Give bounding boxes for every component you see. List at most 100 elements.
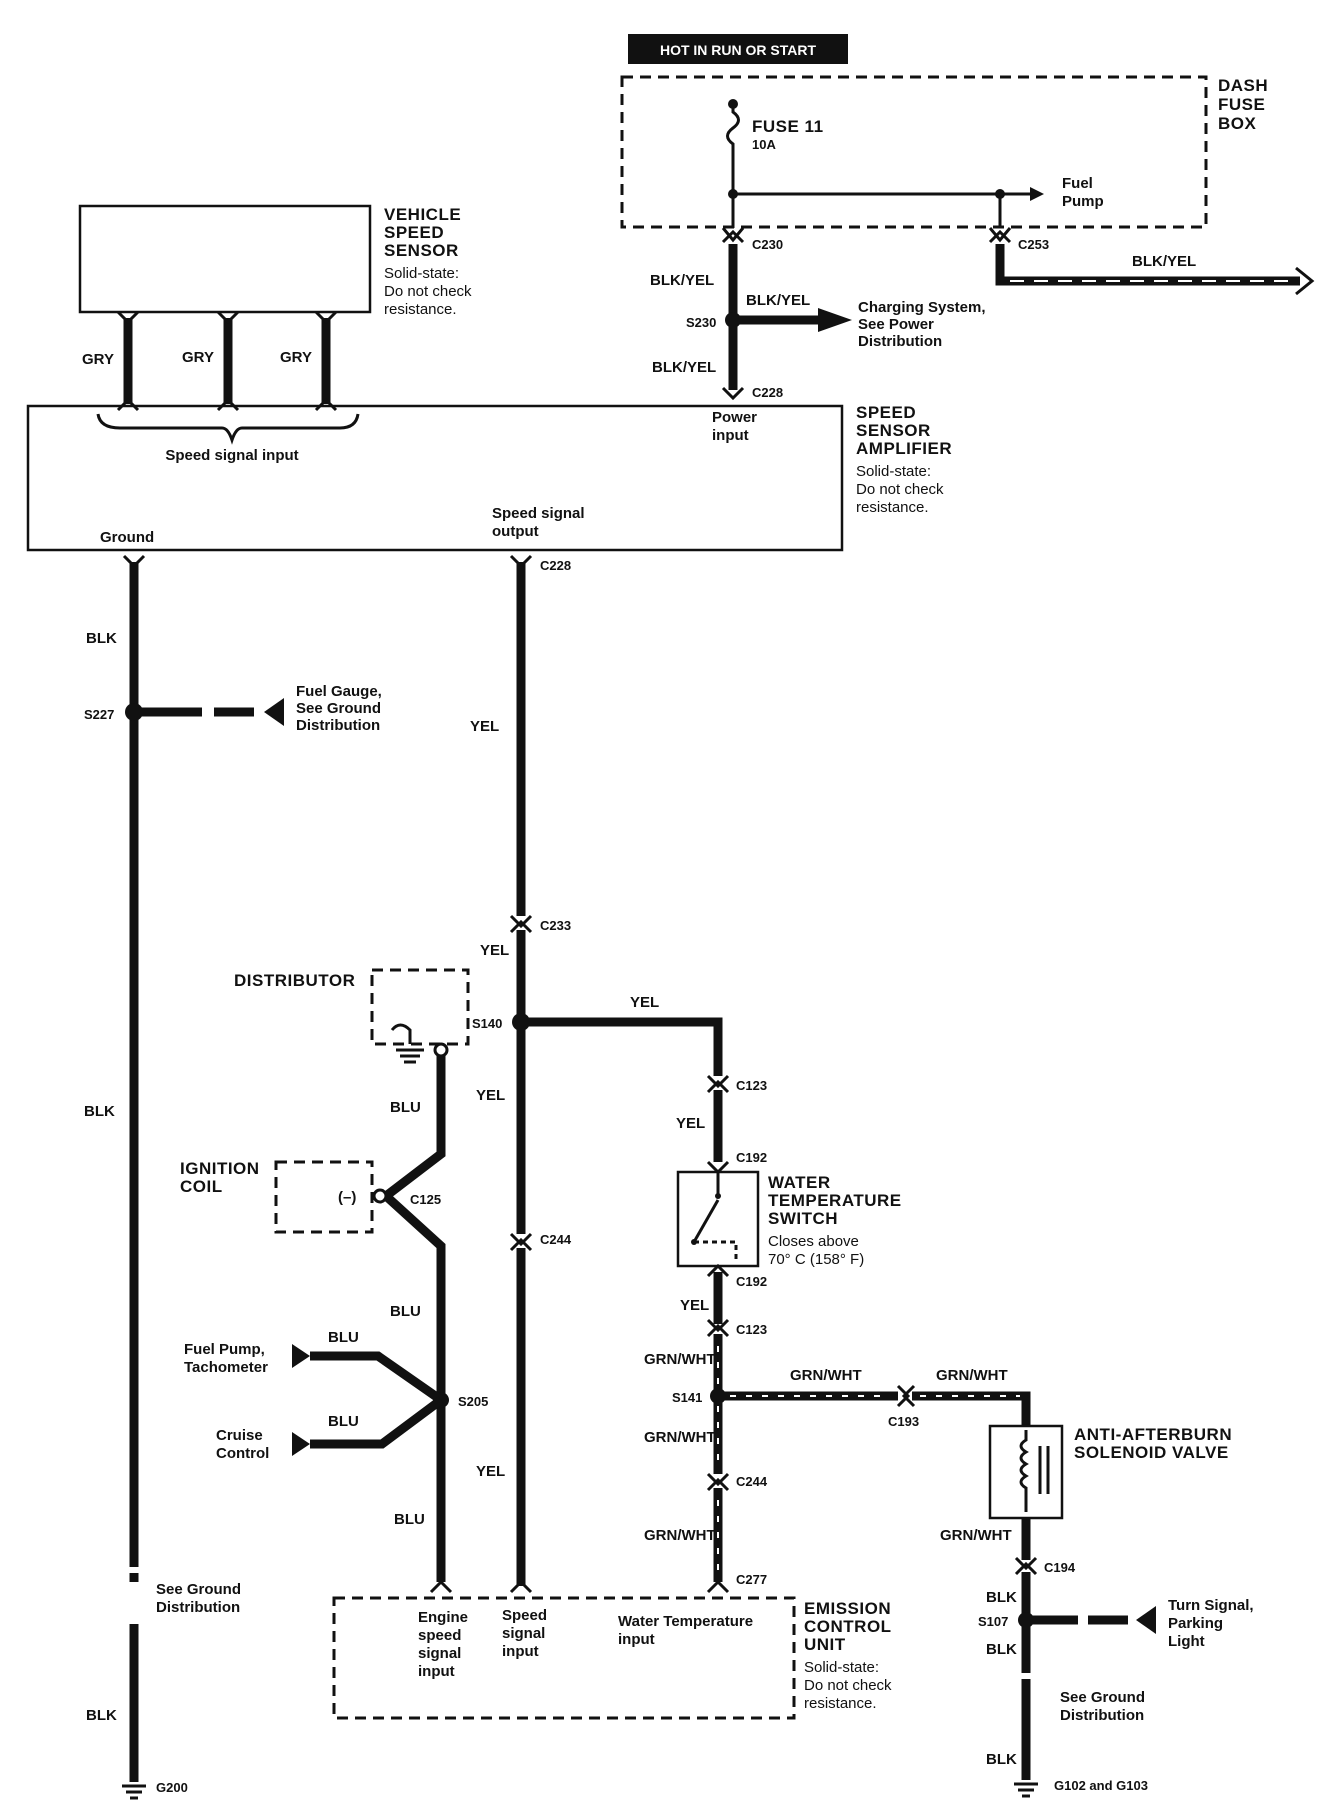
- blk-label-2: BLK: [84, 1103, 115, 1120]
- c230-label: C230: [752, 237, 783, 252]
- ssa-name-1: SPEED: [856, 403, 916, 422]
- fuel-gauge-arrow-icon: [264, 698, 284, 726]
- wts-blade: [692, 1199, 720, 1243]
- gry-label-2: GRY: [182, 349, 214, 366]
- vss-name-2: SPEED: [384, 223, 444, 242]
- ssa-note-3: resistance.: [856, 499, 929, 516]
- ecu-engine-speed-1: Engine: [418, 1609, 468, 1626]
- vss-name-3: SENSOR: [384, 241, 459, 260]
- blu-wire-c125-down: [382, 1192, 446, 1582]
- ignition-coil-terminal-label: (–): [338, 1189, 356, 1206]
- c192-top-connector-icon: [706, 1160, 730, 1175]
- grn-wht-label-5: GRN/WHT: [644, 1527, 716, 1544]
- see-ground-left-2: Distribution: [156, 1599, 240, 1616]
- gry-label-1: GRY: [82, 351, 114, 368]
- s140-label: S140: [472, 1016, 502, 1031]
- aab-name-2: SOLENOID VALVE: [1074, 1443, 1229, 1462]
- yel-label-5: YEL: [476, 1463, 505, 1480]
- ecu-note-3: resistance.: [804, 1695, 877, 1712]
- ignition-coil-name-1: IGNITION: [180, 1159, 260, 1178]
- grn-wht-wire-c193-valve: [912, 1391, 1031, 1426]
- blu-label-5: BLU: [394, 1511, 425, 1528]
- cruise-ref-2: Control: [216, 1445, 269, 1462]
- c253-wire-label: BLK/YEL: [1132, 253, 1196, 270]
- ecu-engine-speed-2: speed: [418, 1627, 461, 1644]
- s230-right-wire-label: BLK/YEL: [746, 292, 810, 309]
- g200-ground-icon: [122, 1784, 146, 1800]
- vss-note-3: resistance.: [384, 301, 457, 318]
- distributor-terminal: [433, 1042, 449, 1058]
- fuel-pump-tach-arrow-icon: [292, 1344, 310, 1368]
- blk-label-3: BLK: [86, 1707, 117, 1724]
- ecu-name-3: UNIT: [804, 1635, 846, 1654]
- charging-ref-3: Distribution: [858, 333, 942, 350]
- hot-label: HOT IN RUN OR START: [660, 42, 817, 58]
- yel-label-6: YEL: [676, 1115, 705, 1132]
- grn-wht-label-6: GRN/WHT: [940, 1527, 1012, 1544]
- ecu-name-1: EMISSION: [804, 1599, 891, 1618]
- ecu-note-2: Do not check: [804, 1677, 892, 1694]
- c123-bottom-label: C123: [736, 1322, 767, 1337]
- c194-label: C194: [1044, 1560, 1076, 1575]
- speed-sensor-amplifier-box: [26, 404, 844, 552]
- turn-signal-ref-3: Light: [1168, 1633, 1205, 1650]
- vss-note-1: Solid-state:: [384, 265, 459, 282]
- blu-wire-cruise: [310, 1396, 444, 1449]
- fuel-pump-tach-ref-1: Fuel Pump,: [184, 1341, 265, 1358]
- emission-control-unit-outline: [332, 1596, 796, 1720]
- blu-wire-fuel-pump: [310, 1351, 444, 1404]
- c228-top-wire-label: BLK/YEL: [652, 359, 716, 376]
- dash-fuse-box-label-3: BOX: [1218, 114, 1257, 133]
- ssa-speed-out-1: Speed signal: [492, 505, 585, 522]
- ecu-water-temp-1: Water Temperature: [618, 1613, 753, 1630]
- ssa-note-1: Solid-state:: [856, 463, 931, 480]
- blk-label-4: BLK: [986, 1589, 1017, 1606]
- c192-bottom-connector-icon: [706, 1263, 730, 1278]
- see-ground-left-1: See Ground: [156, 1581, 241, 1598]
- gry-connectors-icon: [116, 310, 338, 412]
- c277-connector-icon: [706, 1579, 730, 1594]
- power-input-label-1: Power: [712, 409, 757, 426]
- c192-bottom-label: C192: [736, 1274, 767, 1289]
- fuse-11-rating: 10A: [752, 137, 776, 152]
- vehicle-speed-sensor-box: [78, 204, 372, 314]
- s141-label: S141: [672, 1390, 702, 1405]
- dash-fuse-box-label-1: DASH: [1218, 76, 1268, 95]
- c123-top-label: C123: [736, 1078, 767, 1093]
- grn-wht-label-4: GRN/WHT: [936, 1367, 1008, 1384]
- turn-signal-ref-1: Turn Signal,: [1168, 1597, 1254, 1614]
- fuel-gauge-ref-2: See Ground: [296, 700, 381, 717]
- c253-label: C253: [1018, 237, 1049, 252]
- ecu-name-2: CONTROL: [804, 1617, 892, 1636]
- see-ground-right-1: See Ground: [1060, 1689, 1145, 1706]
- grn-wht-label-1: GRN/WHT: [644, 1351, 716, 1368]
- cruise-arrow-icon: [292, 1432, 310, 1456]
- c244-right-label: C244: [736, 1474, 768, 1489]
- c253-arrow-icon: [1295, 266, 1315, 296]
- c230-wire-label: BLK/YEL: [650, 272, 714, 289]
- hot-label-box: [628, 34, 848, 64]
- ssa-ground-label: Ground: [100, 529, 154, 546]
- s205-label: S205: [458, 1394, 488, 1409]
- wts-note-2: 70° C (158° F): [768, 1251, 864, 1268]
- distributor-ground-icon: [390, 1023, 424, 1064]
- yel-label-1: YEL: [470, 718, 499, 735]
- ssa-name-2: SENSOR: [856, 421, 931, 440]
- fuel-pump-label-1: Fuel: [1062, 175, 1093, 192]
- grn-wht-label-2: GRN/WHT: [790, 1367, 862, 1384]
- yel-label-wts: YEL: [680, 1297, 709, 1314]
- ignition-coil-outline: [274, 1160, 374, 1234]
- vss-note-2: Do not check: [384, 283, 472, 300]
- c192-top-label: C192: [736, 1150, 767, 1165]
- ssa-name-3: AMPLIFIER: [856, 439, 952, 458]
- wts-name-2: TEMPERATURE: [768, 1191, 902, 1210]
- c233-label: C233: [540, 918, 571, 933]
- fuel-gauge-ref-1: Fuel Gauge,: [296, 683, 382, 700]
- yel-wire-s140-to-c123: [521, 1017, 723, 1076]
- charging-ref-1: Charging System,: [858, 299, 986, 316]
- blu-label-3: BLU: [328, 1329, 359, 1346]
- blk-label-6: BLK: [986, 1751, 1017, 1768]
- c228-bottom-label: C228: [540, 558, 571, 573]
- fuel-pump-tach-ref-2: Tachometer: [184, 1359, 268, 1376]
